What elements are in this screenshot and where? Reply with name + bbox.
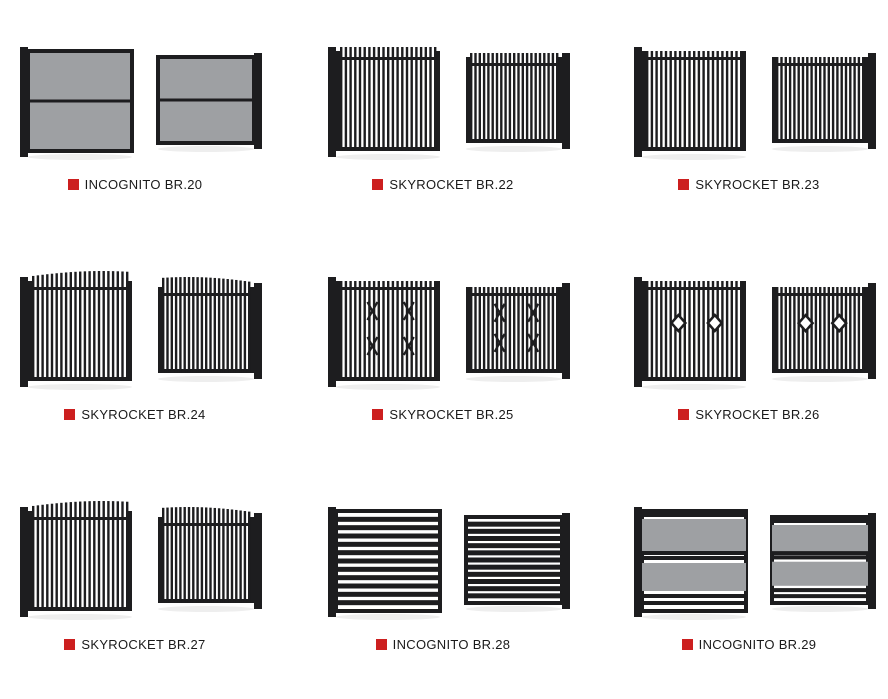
gate-image <box>20 501 262 620</box>
gate-image <box>634 507 876 620</box>
gate-card[interactable]: INCOGNITO BR.28 <box>318 505 570 680</box>
gate-caption: SKYROCKET BR.26 <box>624 407 874 422</box>
red-square-icon <box>64 409 76 420</box>
red-square-icon <box>678 179 690 190</box>
gate-caption: INCOGNITO BR.28 <box>318 637 568 652</box>
gate-card[interactable]: SKYROCKET BR.22 <box>318 45 570 220</box>
gate-caption: SKYROCKET BR.27 <box>10 637 260 652</box>
gate-label: INCOGNITO BR.20 <box>84 177 203 192</box>
gate-card[interactable]: INCOGNITO BR.29 <box>624 505 876 680</box>
red-square-icon <box>372 179 384 190</box>
gate-label: SKYROCKET BR.25 <box>389 407 514 422</box>
gate-image <box>328 507 570 620</box>
gate-card[interactable]: SKYROCKET BR.27 <box>10 501 262 680</box>
gate-card[interactable]: SKYROCKET BR.25 <box>318 275 570 450</box>
red-square-icon <box>681 639 693 650</box>
gate-label: INCOGNITO BR.29 <box>698 637 817 652</box>
gate-label: SKYROCKET BR.26 <box>695 407 820 422</box>
gate-label: SKYROCKET BR.22 <box>389 177 514 192</box>
gate-image <box>20 47 262 160</box>
gate-label: SKYROCKET BR.27 <box>81 637 206 652</box>
gate-caption: INCOGNITO BR.20 <box>10 177 260 192</box>
gate-caption: SKYROCKET BR.25 <box>318 407 568 422</box>
gate-card[interactable]: SKYROCKET BR.24 <box>10 271 262 450</box>
red-square-icon <box>678 409 690 420</box>
gate-caption: SKYROCKET BR.24 <box>10 407 260 422</box>
gate-caption: SKYROCKET BR.23 <box>624 177 874 192</box>
gate-image <box>328 47 570 160</box>
red-square-icon <box>67 179 79 190</box>
gate-caption: INCOGNITO BR.29 <box>624 637 874 652</box>
gate-image <box>634 277 876 390</box>
red-square-icon <box>372 409 384 420</box>
gate-card[interactable]: SKYROCKET BR.26 <box>624 275 876 450</box>
red-square-icon <box>375 639 387 650</box>
gate-label: SKYROCKET BR.23 <box>695 177 820 192</box>
gate-caption: SKYROCKET BR.22 <box>318 177 568 192</box>
gate-image <box>328 277 570 390</box>
gate-image <box>634 47 876 160</box>
red-square-icon <box>64 639 76 650</box>
gate-image <box>20 271 262 390</box>
gate-label: INCOGNITO BR.28 <box>392 637 511 652</box>
gate-label: SKYROCKET BR.24 <box>81 407 206 422</box>
gate-card[interactable]: INCOGNITO BR.20 <box>10 45 262 220</box>
gate-card[interactable]: SKYROCKET BR.23 <box>624 45 876 220</box>
